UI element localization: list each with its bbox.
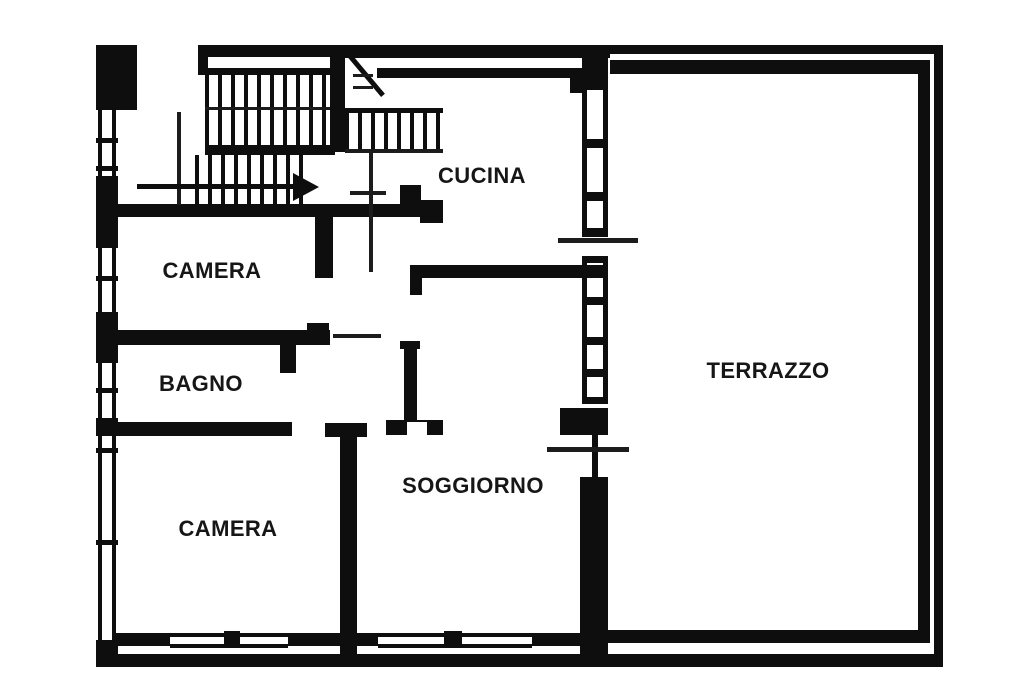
wall-segment xyxy=(377,68,577,78)
wall-segment xyxy=(610,45,943,54)
wall-segment xyxy=(96,312,118,363)
wall-segment xyxy=(582,56,608,90)
pier xyxy=(404,343,417,422)
threshold-line xyxy=(547,447,629,452)
door-leaf-line xyxy=(369,150,373,272)
wall-segment xyxy=(444,631,462,648)
wall-segment xyxy=(112,633,170,646)
wall-segment xyxy=(96,276,118,281)
window xyxy=(582,90,608,237)
room-label-bagno: BAGNO xyxy=(159,371,243,396)
thin-line xyxy=(345,149,443,153)
wall-segment xyxy=(582,192,608,201)
wall-segment xyxy=(96,166,118,171)
wall-segment xyxy=(307,323,329,332)
wall-segment xyxy=(400,185,421,204)
wall-segment xyxy=(315,204,333,278)
wall-segment xyxy=(600,630,930,643)
wall-segment xyxy=(560,408,608,435)
window xyxy=(98,436,116,640)
wall-segment xyxy=(582,397,608,404)
wall-cutout xyxy=(407,422,427,435)
direction-arrow xyxy=(137,184,297,189)
thin-line xyxy=(333,334,381,338)
wall-segment xyxy=(918,60,930,643)
room-label-camera-sud: CAMERA xyxy=(178,516,278,541)
direction-arrow-head xyxy=(293,173,319,201)
room-label-soggiorno: SOGGIORNO xyxy=(402,473,544,498)
wall-segment xyxy=(118,330,330,345)
thin-line xyxy=(205,107,330,110)
wall-segment xyxy=(118,422,292,436)
threshold-line xyxy=(558,238,638,243)
wall-segment xyxy=(96,45,137,110)
wall-segment xyxy=(96,654,943,667)
stair-treads xyxy=(205,75,330,145)
wall-segment xyxy=(934,45,943,667)
wall-segment xyxy=(582,256,608,263)
wall-segment xyxy=(96,176,118,248)
window xyxy=(582,256,608,404)
wall-segment xyxy=(224,631,240,648)
wall-segment xyxy=(345,108,443,113)
wall-segment xyxy=(570,68,585,93)
wall-segment xyxy=(118,204,440,217)
wall-segment xyxy=(582,369,608,377)
wall-segment xyxy=(330,50,345,152)
wall-segment xyxy=(420,200,443,223)
room-label-cucina: CUCINA xyxy=(438,163,526,188)
wall-segment xyxy=(580,477,608,654)
room-label-camera-nord: CAMERA xyxy=(162,258,262,283)
wall-segment xyxy=(205,145,335,155)
window xyxy=(98,110,116,176)
wall-segment xyxy=(592,435,598,477)
wall-segment xyxy=(582,139,608,148)
thin-line xyxy=(353,74,373,77)
wall-segment xyxy=(582,337,608,345)
wall-segment xyxy=(96,448,118,453)
thin-line xyxy=(350,191,386,195)
wall-segment xyxy=(96,388,118,393)
wall-segment xyxy=(610,60,930,74)
wall-segment xyxy=(96,540,118,545)
stair-treads xyxy=(195,155,312,205)
room-label-terrazzo: TERRAZZO xyxy=(706,358,830,383)
wall-segment xyxy=(325,423,367,437)
wall-segment xyxy=(280,345,296,373)
wall-segment xyxy=(96,418,118,436)
entry-steps xyxy=(345,113,443,149)
thin-line xyxy=(177,112,181,205)
wall-segment xyxy=(340,423,357,654)
wall-segment xyxy=(532,633,585,646)
wall-segment xyxy=(582,228,608,237)
wall-segment xyxy=(400,341,420,349)
wall-segment xyxy=(582,297,608,305)
wall-segment xyxy=(96,138,118,143)
wall-cutout xyxy=(208,57,331,68)
wall-segment xyxy=(410,265,608,278)
wall-segment xyxy=(410,278,422,295)
thin-line xyxy=(353,86,373,89)
